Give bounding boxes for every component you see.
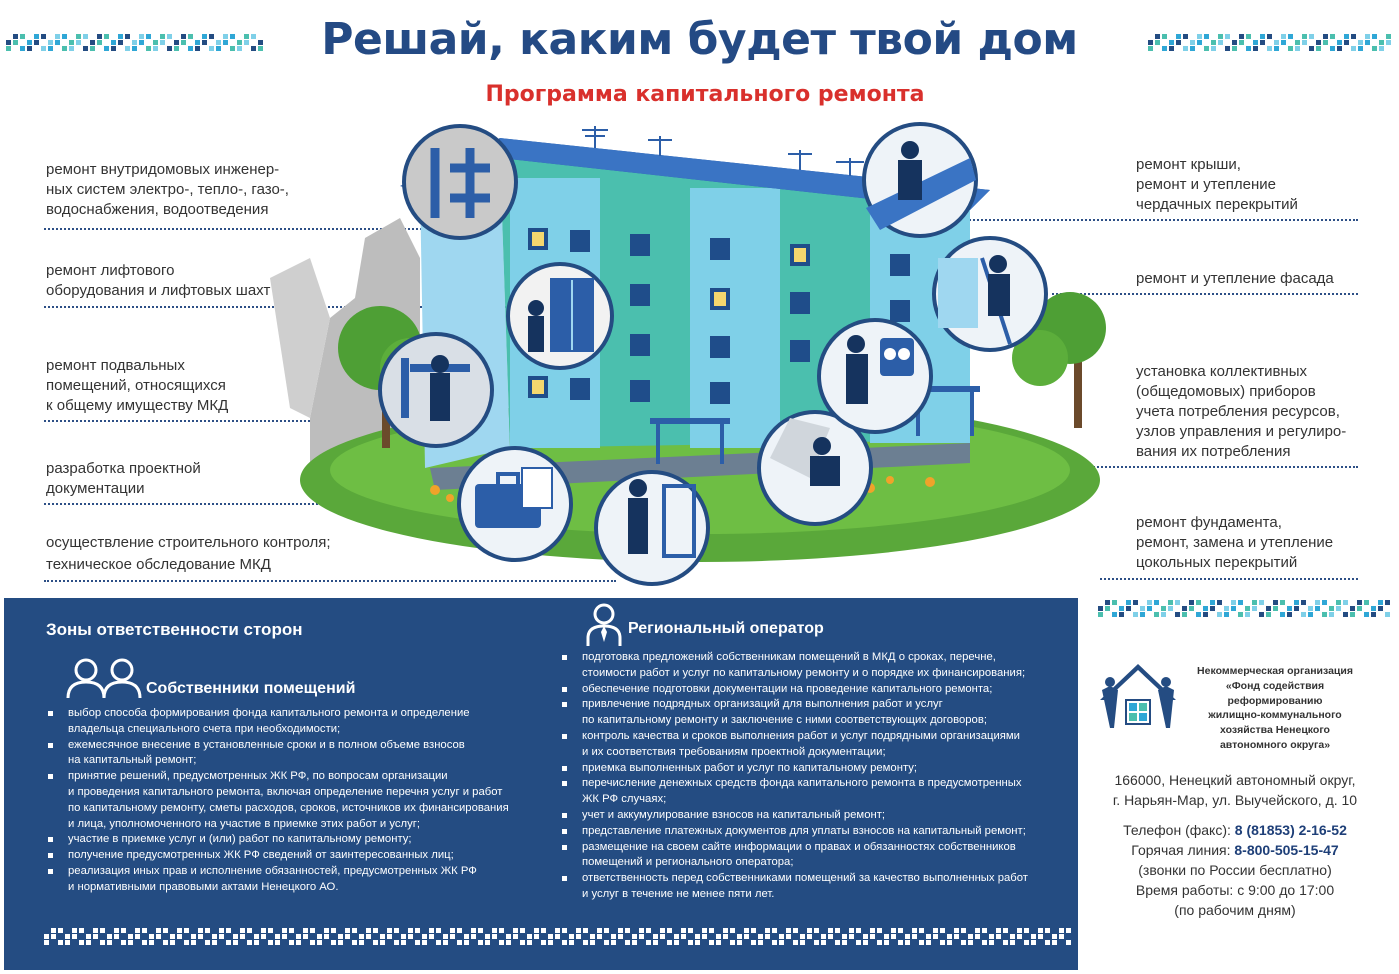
list-item: принятие решений, предусмотренных ЖК РФ,… (46, 769, 566, 832)
list-item: приемка выполненных работ и услуг по кап… (560, 761, 1070, 777)
ornament-top-right (1148, 34, 1391, 51)
vignette-facade (932, 236, 1048, 352)
list-item: обеспечение подготовки документации на п… (560, 682, 1070, 698)
label-engineering-systems: ремонт внутридомовых инженер-ных систем … (46, 161, 289, 218)
leader-line (966, 219, 1358, 221)
vignette-project-docs (457, 446, 573, 562)
hotline-note: (звонки по России бесплатно) (1138, 862, 1332, 878)
label-facade: ремонт и утепление фасада (1136, 270, 1334, 287)
tree-right (1012, 292, 1106, 428)
roof-antennas (582, 126, 864, 176)
ornament-bottom (44, 928, 1071, 945)
leader-line (1052, 293, 1358, 295)
list-item: представление платежных документов для у… (560, 824, 1070, 840)
working-hours: Время работы: с 9:00 до 17:00 (1135, 882, 1335, 898)
page-subtitle: Программа капитального ремонта (485, 82, 925, 107)
leader-line (44, 228, 434, 230)
vignette-control (594, 470, 710, 586)
owners-title: Собственники помещений (146, 680, 356, 697)
vignette-basement (378, 332, 494, 448)
leader-line (44, 580, 616, 582)
list-item: выбор способа формирования фонда капитал… (46, 706, 566, 738)
operator-title: Региональный оператор (628, 620, 824, 637)
page-title: Решай, каким будет твой дом (321, 14, 1078, 65)
list-item: размещение на своем сайте информации о п… (560, 840, 1070, 872)
owners-icon (66, 658, 142, 699)
organization-contacts: Телефон (факс): 8 (81853) 2-16-52 Горяча… (1090, 820, 1380, 920)
building-illustration (270, 122, 1106, 586)
list-item: подготовка предложений собственникам пом… (560, 650, 1070, 682)
ornament-right (1098, 600, 1390, 617)
leader-line (938, 466, 1358, 468)
leader-line (1100, 578, 1358, 580)
leader-line (44, 420, 378, 422)
list-item: ежемесячное внесение в установленные сро… (46, 738, 566, 770)
list-item: реализация иных прав и исполнение обязан… (46, 864, 566, 896)
panel-title: Зоны ответственности сторон (46, 620, 303, 639)
list-item: перечисление денежных средств фонда капи… (560, 776, 1070, 808)
vignette-foundation (757, 410, 873, 526)
leader-line (44, 503, 462, 505)
fund-logo (1100, 664, 1176, 728)
organization-name: Некоммерческая организация«Фонд содейств… (1197, 665, 1353, 751)
list-item: участие в приемке услуг и (или) работ по… (46, 832, 566, 848)
owners-list: выбор способа формирования фонда капитал… (46, 706, 566, 896)
label-foundation: ремонт фундамента,ремонт, замена и утепл… (1136, 514, 1334, 571)
vignette-elevator (506, 262, 614, 370)
hotline: Горячая линия: 8-800-505-15-47 (1131, 842, 1339, 858)
phone: Телефон (факс): 8 (81853) 2-16-52 (1123, 822, 1347, 838)
vignette-pipes (402, 124, 518, 240)
working-hours-note: (по рабочим дням) (1174, 902, 1296, 918)
list-item: ответственность перед собственниками пом… (560, 871, 1070, 903)
list-item: учет и аккумулирование взносов на капита… (560, 808, 1070, 824)
vignette-meters (817, 318, 933, 434)
responsibility-panel: Зоны ответственности сторон Собственники… (4, 598, 1078, 970)
organization-address: 166000, Ненецкий автономный округ,г. Нар… (1112, 772, 1358, 808)
list-item: получение предусмотренных ЖК РФ сведений… (46, 848, 566, 864)
list-item: привлечение подрядных организаций для вы… (560, 697, 1070, 729)
label-construction-control: осуществление строительного контроля;тех… (46, 534, 331, 573)
label-meters: установка коллективных(общедомовых) приб… (1136, 363, 1347, 460)
operator-list: подготовка предложений собственникам пом… (560, 650, 1070, 903)
ornament-top-left (6, 34, 263, 51)
list-item: контроль качества и сроков выполнения ра… (560, 729, 1070, 761)
building-body (400, 138, 990, 490)
vignette-roof (862, 122, 978, 238)
operator-icon (586, 603, 622, 646)
